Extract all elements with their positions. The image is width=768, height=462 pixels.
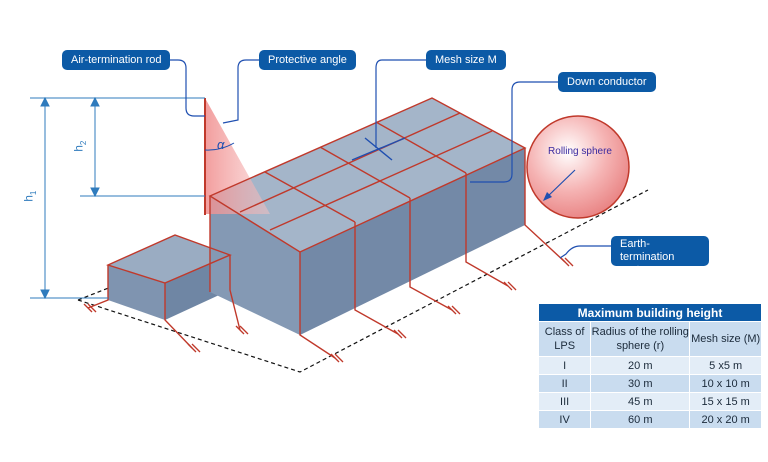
dimension-lines xyxy=(30,96,205,300)
header-mesh: Mesh size (M) xyxy=(689,321,762,357)
h1-label: h1 xyxy=(21,191,37,202)
table-cell: 60 m xyxy=(590,410,691,429)
h1-subscript: 1 xyxy=(28,190,38,196)
table-row: I 20 m 5 x5 m xyxy=(537,356,762,375)
earth-termination-callout: Earth-termination system xyxy=(611,236,709,276)
h2-letter: h xyxy=(71,145,86,152)
mesh-size-arrows xyxy=(351,137,406,161)
table-row: III 45 m 15 x 15 m xyxy=(537,392,762,411)
table-cell: 10 x 10 m xyxy=(689,374,762,393)
table-title: Maximum building height xyxy=(538,303,762,322)
alpha-label: α xyxy=(217,137,225,152)
protective-angle-callout: Protective angle xyxy=(259,50,356,70)
rolling-sphere-label: Rolling sphere xyxy=(548,146,612,157)
h1-letter: h xyxy=(21,195,36,202)
tall-building xyxy=(210,98,525,335)
table-row: IV 60 m 20 x 20 m xyxy=(537,410,762,429)
h2-subscript: 2 xyxy=(78,140,88,146)
building-height-table: Maximum building height Class of LPS Rad… xyxy=(537,303,762,429)
rolling-sphere xyxy=(526,115,630,219)
table-cell: III xyxy=(537,392,592,411)
down-conductors xyxy=(87,148,566,359)
table-cell: 45 m xyxy=(590,392,691,411)
table-cell: I xyxy=(537,356,592,375)
table-row: II 30 m 10 x 10 m xyxy=(537,374,762,393)
angle-arc xyxy=(204,142,235,151)
table-cell: IV xyxy=(537,410,592,429)
table-cell: 5 x5 m xyxy=(689,356,762,375)
table-cell: 15 x 15 m xyxy=(689,392,762,411)
sphere-radius-arrow xyxy=(545,169,576,199)
table-cell: 20 m xyxy=(590,356,691,375)
callout-leaders xyxy=(162,59,611,259)
table-cell: II xyxy=(537,374,592,393)
protective-angle-cone xyxy=(205,98,270,214)
header-radius: Radius of the rolling sphere (r) xyxy=(590,321,691,357)
down-conductor-callout: Down conductor xyxy=(558,72,656,92)
table-cell: 30 m xyxy=(590,374,691,393)
air-termination-rod-callout: Air-termination rod xyxy=(62,50,171,70)
earth-clamps xyxy=(83,257,574,363)
sphere-radius-arrowhead xyxy=(543,192,552,201)
table-cell: 20 x 20 m xyxy=(689,410,762,429)
header-class: Class of LPS xyxy=(537,321,592,357)
h2-label: h2 xyxy=(71,141,87,152)
mesh-size-callout: Mesh size M xyxy=(426,50,506,70)
